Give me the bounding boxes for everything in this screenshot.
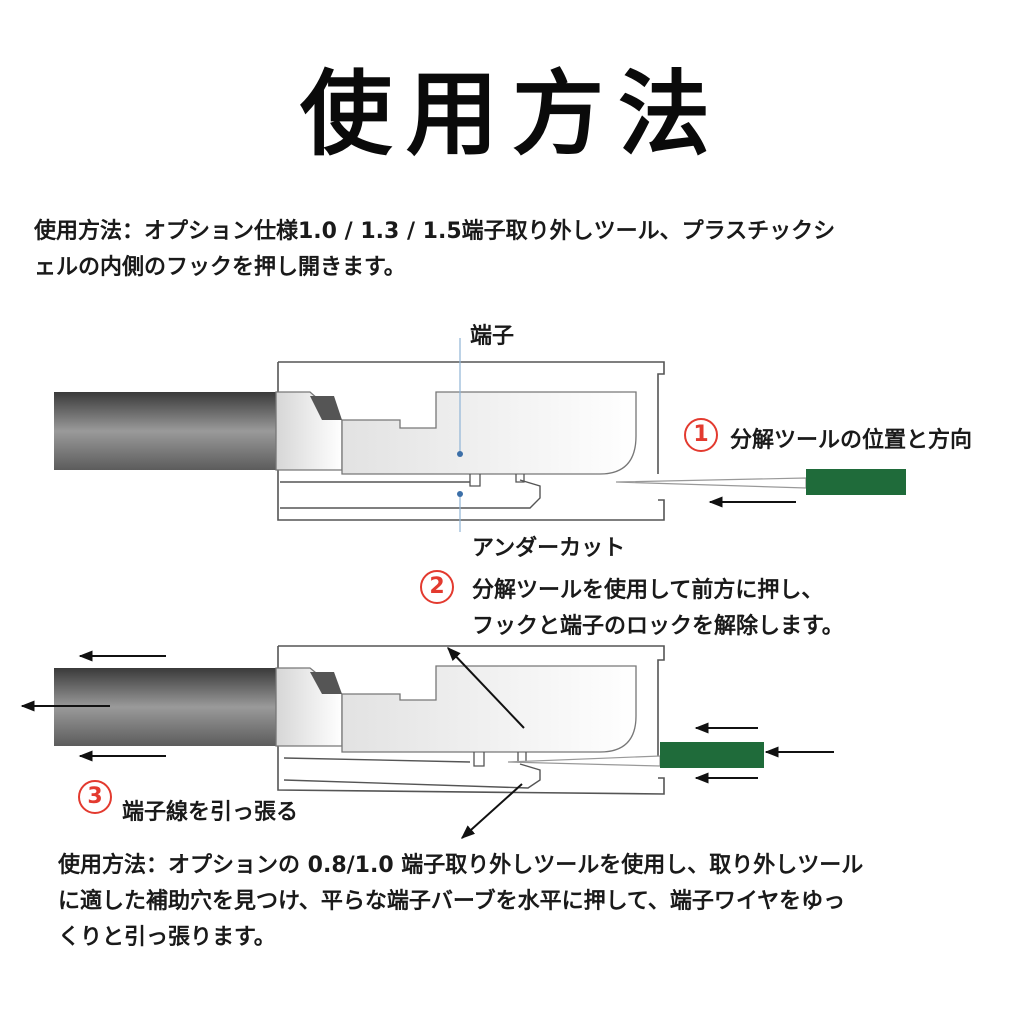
bottom-connector: [20, 645, 834, 839]
outro-line-2: に適した補助穴を見つけ、平らな端子バーブを水平に押して、端子ワイヤをゆっ: [58, 889, 846, 914]
page-title: 使用方法: [299, 61, 724, 168]
step-3-text: 端子線を引っ張る: [122, 800, 299, 825]
hook-down-arrow: [460, 783, 523, 839]
tool-handle-bottom: [660, 742, 764, 768]
wire-top: [54, 392, 276, 470]
terminal-top: [341, 391, 637, 475]
intro-line-1: 使用方法：オプション仕様1.0 / 1.3 / 1.5端子取り外しツール、プラス…: [34, 219, 836, 244]
step-1-text: 分解ツールの位置と方向: [730, 428, 973, 453]
hook-up-arrow: [447, 646, 525, 729]
step-1-number: 1: [684, 418, 718, 452]
step-2-line-1: 分解ツールを使用して前方に押し、: [472, 578, 824, 603]
undercut-label: アンダーカット: [472, 536, 626, 561]
terminal-label: 端子: [470, 324, 515, 349]
intro-line-2: ェルの内側のフックを押し開きます。: [34, 255, 406, 280]
tool-handle-top: [806, 469, 906, 495]
tool-tip-top: [615, 477, 807, 489]
outro-line-1: 使用方法：オプションの 0.8/1.0 端子取り外しツールを使用し、取り外しツー…: [58, 853, 864, 878]
tool-tip-bottom: [507, 755, 661, 767]
step-2-number: 2: [420, 570, 454, 604]
terminal-bottom: [341, 665, 637, 753]
step-2-line-2: フックと端子のロックを解除します。: [472, 614, 844, 639]
outro-paragraph: 使用方法：オプションの 0.8/1.0 端子取り外しツールを使用し、取り外しツー…: [58, 848, 863, 956]
intro-paragraph: 使用方法：オプション仕様1.0 / 1.3 / 1.5端子取り外しツール、プラス…: [34, 214, 835, 286]
outro-line-3: くりと引っ張ります。: [58, 925, 276, 950]
top-connector: [54, 338, 906, 532]
step-3-number: 3: [78, 780, 112, 814]
